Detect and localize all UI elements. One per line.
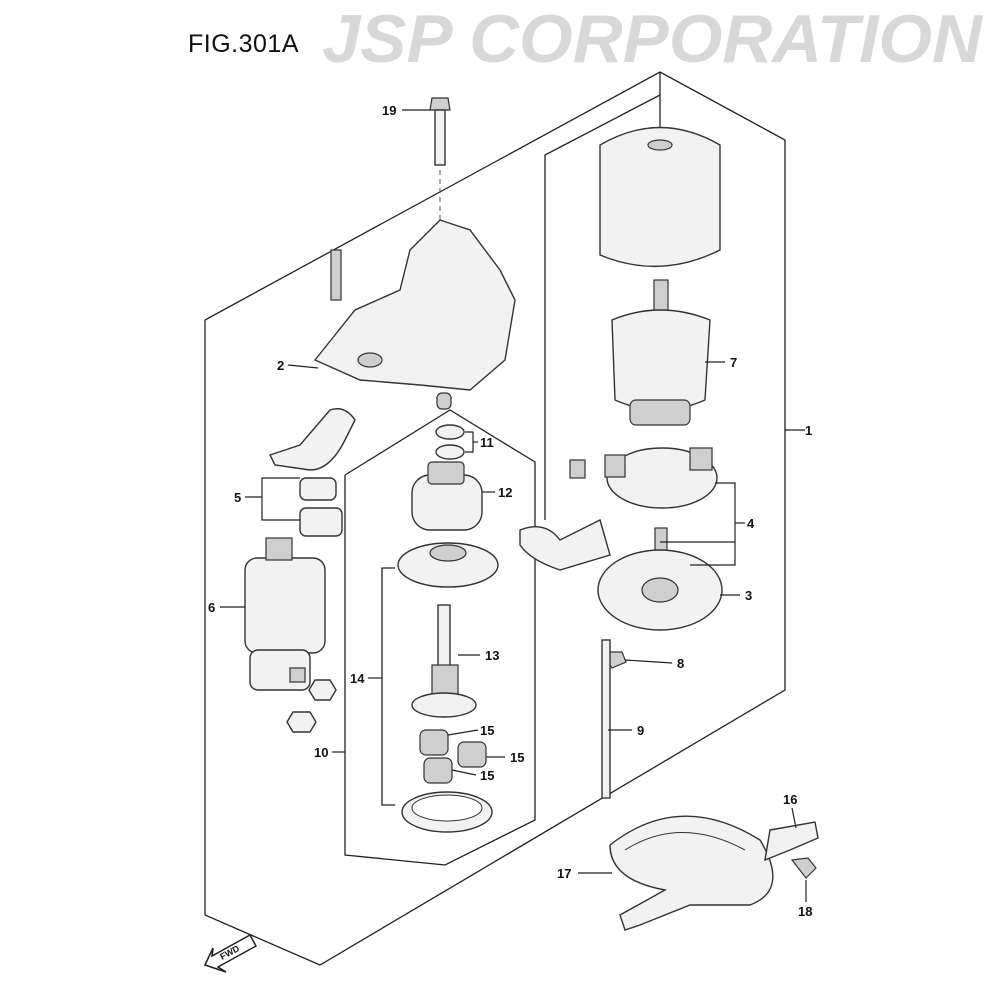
part-3-end-cover xyxy=(597,549,723,631)
part-9-long-bolt xyxy=(601,639,611,799)
part-7-armature xyxy=(611,279,711,426)
callout-3: 3 xyxy=(745,588,752,603)
part-ring-gear xyxy=(401,791,493,833)
figure-title: FIG.301A xyxy=(188,30,299,58)
part-4-brush-holder xyxy=(519,447,718,571)
callout-5: 5 xyxy=(234,490,241,505)
part-18-screw xyxy=(790,857,817,879)
callout-8: 8 xyxy=(677,656,684,671)
leader-lines xyxy=(220,109,807,902)
fwd-arrow-icon: FWD xyxy=(203,933,258,973)
callout-10: 10 xyxy=(314,745,328,760)
watermark: JSP CORPORATION xyxy=(322,1,984,77)
callout-14: 14 xyxy=(350,671,365,686)
motor-group-boundary xyxy=(544,94,661,520)
callout-12: 12 xyxy=(498,485,512,500)
part-14-cover xyxy=(397,542,499,588)
part-16-clip xyxy=(764,821,819,862)
part-19-bolt xyxy=(429,97,451,166)
callout-1: 1 xyxy=(805,423,812,438)
part-17-bracket xyxy=(609,815,774,931)
part-6-solenoid xyxy=(244,537,337,733)
group-10-boundary xyxy=(344,409,536,866)
part-yoke xyxy=(599,126,721,267)
callout-15b: 15 xyxy=(510,750,524,765)
callout-15a: 15 xyxy=(480,723,494,738)
part-11-rings xyxy=(435,424,465,460)
callout-2: 2 xyxy=(277,358,284,373)
callout-4: 4 xyxy=(747,516,755,531)
part-15-gears xyxy=(419,729,487,784)
callout-7: 7 xyxy=(730,355,737,370)
callout-16: 16 xyxy=(783,792,797,807)
callout-13: 13 xyxy=(485,648,499,663)
callout-6: 6 xyxy=(208,600,215,615)
callout-9: 9 xyxy=(637,723,644,738)
part-12-drive xyxy=(411,461,483,531)
callout-11: 11 xyxy=(480,435,494,450)
part-13-shaft xyxy=(411,604,477,718)
part-2-housing xyxy=(313,219,516,410)
part-5-lever xyxy=(269,408,356,537)
callout-19: 19 xyxy=(382,103,396,118)
callout-15c: 15 xyxy=(480,768,494,783)
callout-17: 17 xyxy=(557,866,571,881)
callout-18: 18 xyxy=(798,904,812,919)
